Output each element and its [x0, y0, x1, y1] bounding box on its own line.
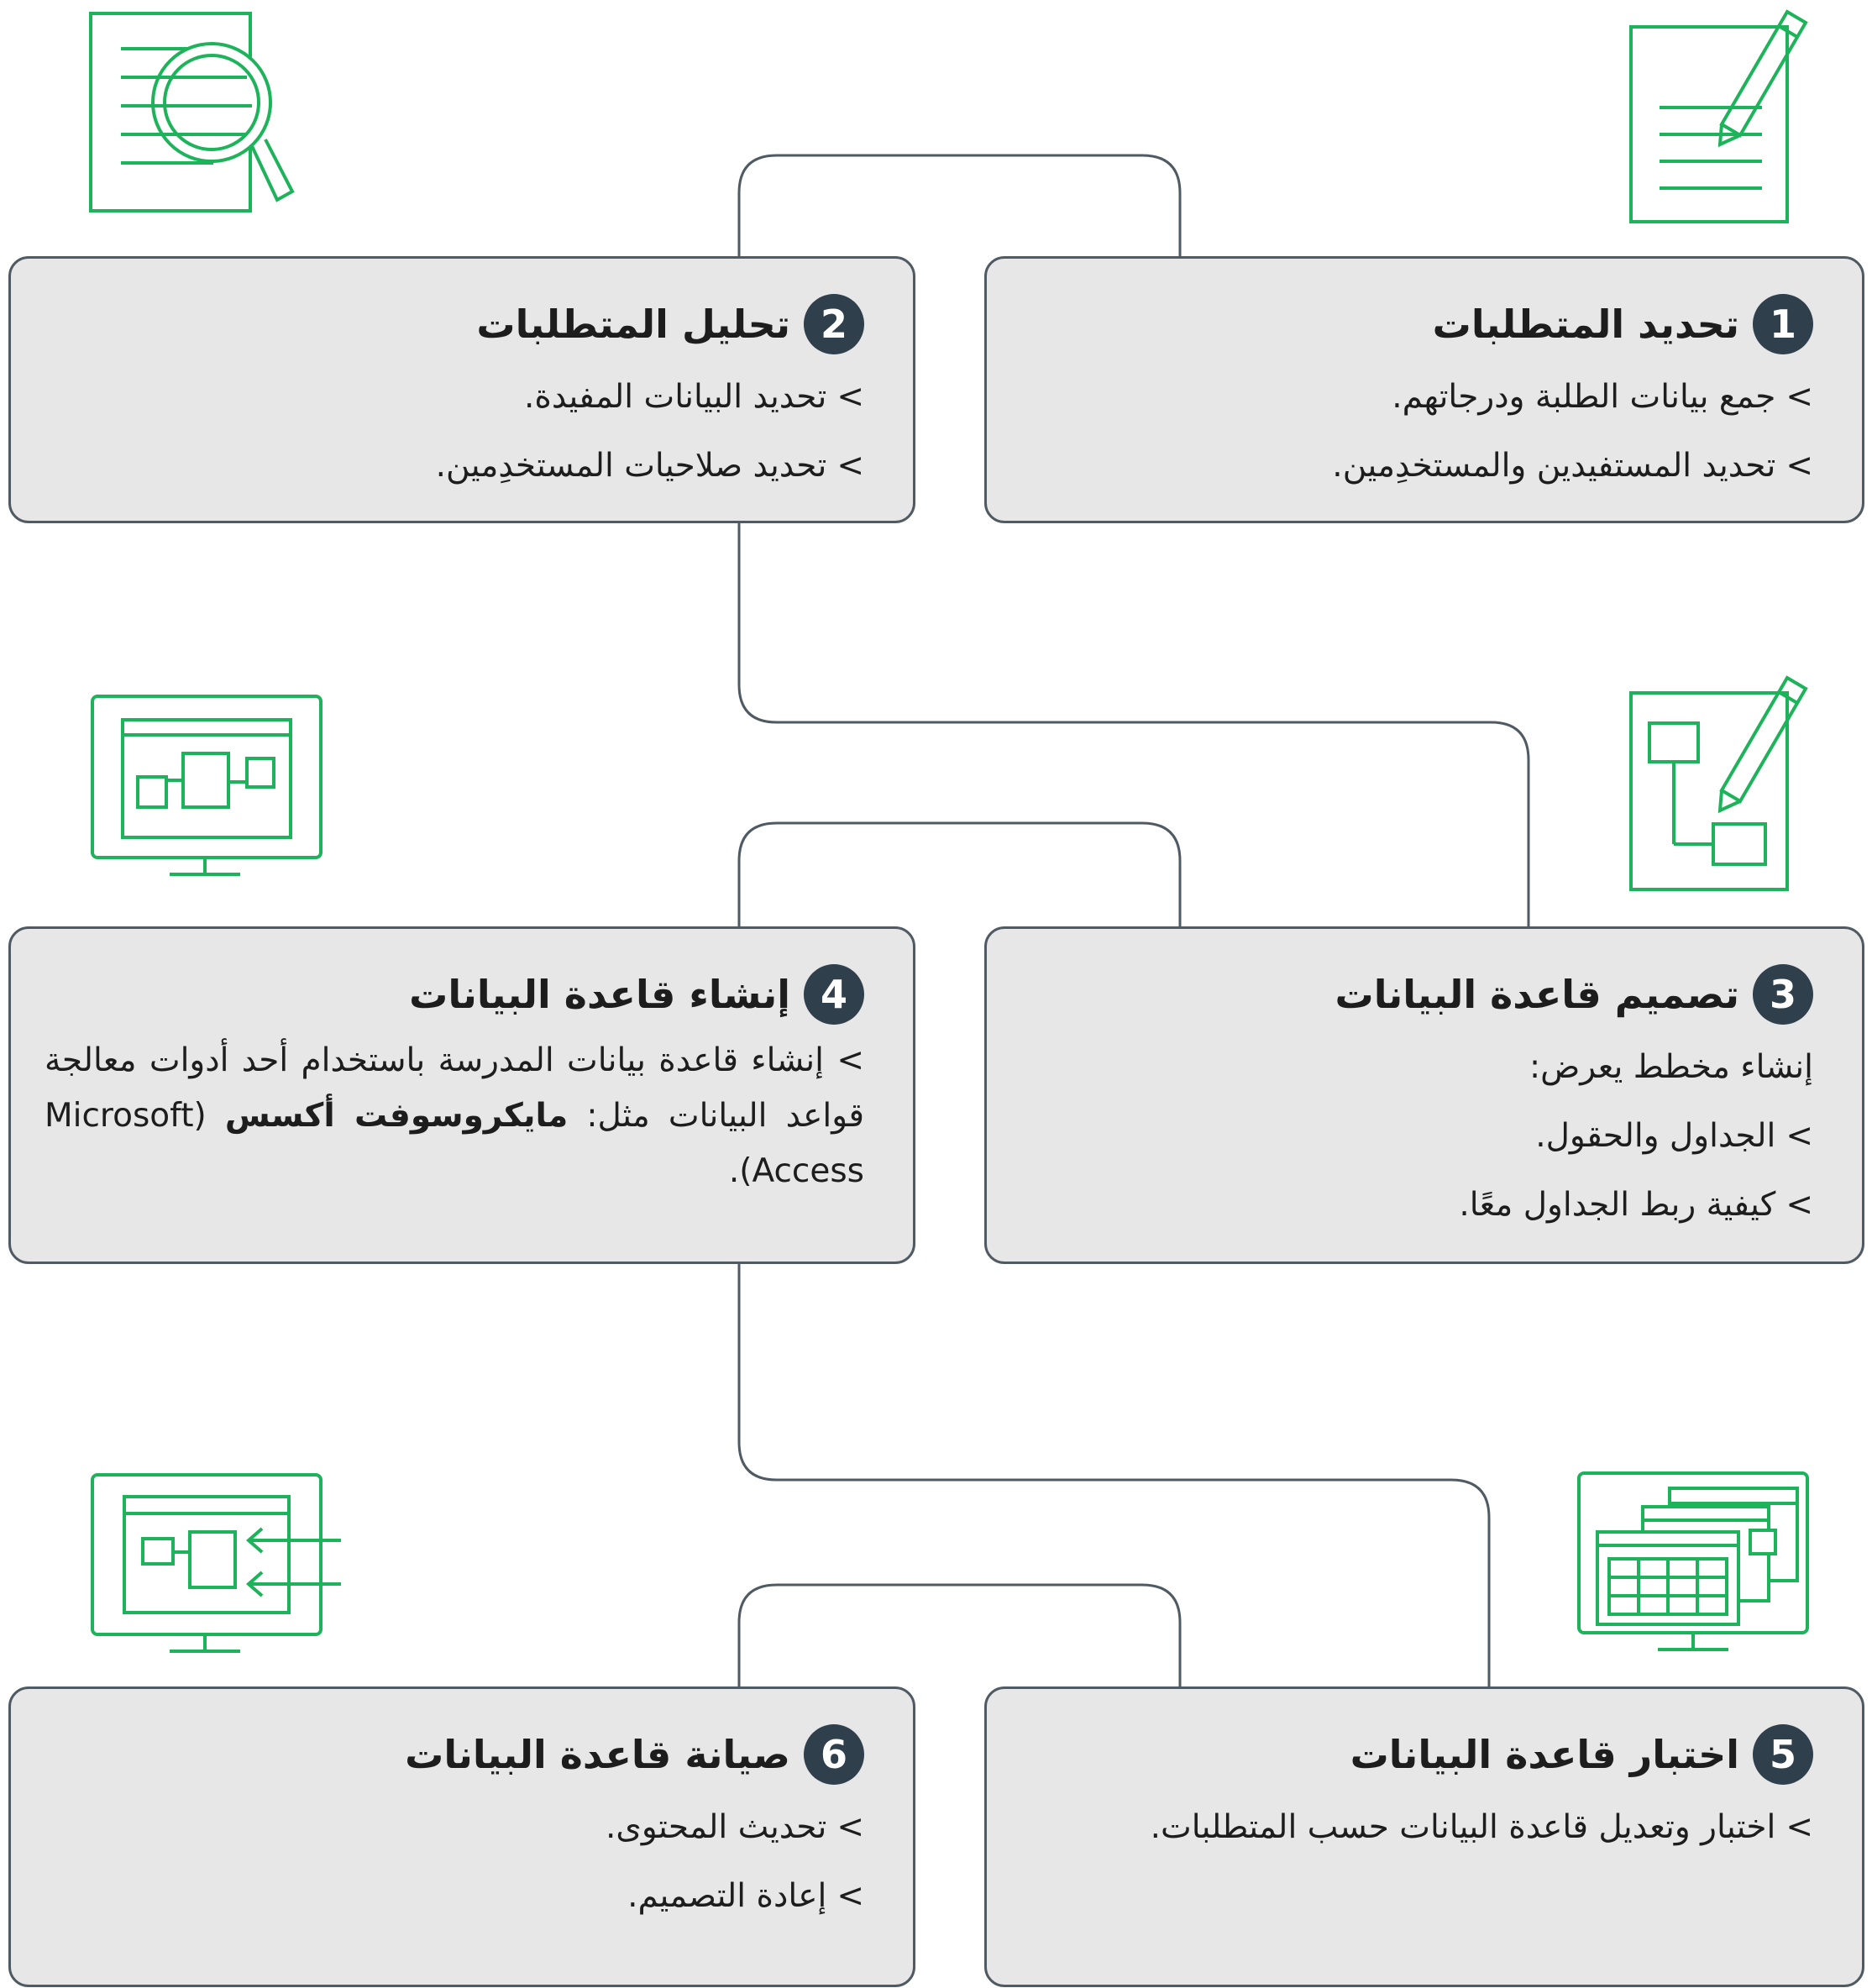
step-4-heading: 4 إنشاء قاعدة البيانات	[45, 964, 864, 1025]
step-1-item-2: >تحديد المستفيدين والمستخدِمين.	[1332, 447, 1813, 485]
step-5-heading: 5 اختبار قاعدة البيانات	[1030, 1724, 1813, 1785]
document-pencil-icon	[1629, 9, 1808, 223]
item-marker: >	[836, 447, 864, 485]
step-3-intro: إنشاء مخطط يعرض:	[1529, 1048, 1813, 1086]
step-4-description: > إنشاء قاعدة بيانات المدرسة باستخدام أح…	[45, 1033, 864, 1199]
step-3-item-2: >كيفية ربط الجداول معًا.	[1459, 1186, 1813, 1224]
step-3-heading: 3 تصميم قاعدة البيانات	[1030, 964, 1813, 1025]
step-1-card: 1 تحديد المتطلبات >جمع بيانات الطلبة ودر…	[984, 256, 1864, 523]
step-2-badge: 2	[804, 294, 864, 354]
step-6-title: صيانة قاعدة البيانات	[405, 1732, 790, 1777]
item-marker: >	[1785, 378, 1813, 416]
diagram-pencil-icon	[1629, 675, 1808, 891]
step-3-title: تصميم قاعدة البيانات	[1335, 972, 1740, 1017]
step-6-item-1: >تحديث المحتوى.	[605, 1808, 864, 1846]
step-6-item-2: >إعادة التصميم.	[627, 1877, 864, 1915]
step-2-card: 2 تحليل المتطلبات >تحديد البيانات المفيد…	[8, 256, 915, 523]
step-1-title: تحديد المتطلبات	[1432, 302, 1739, 347]
step-5-title: اختبار قاعدة البيانات	[1350, 1732, 1739, 1777]
step-6-heading: 6 صيانة قاعدة البيانات	[55, 1724, 864, 1785]
step-6-card: 6 صيانة قاعدة البيانات >تحديث المحتوى. >…	[8, 1686, 915, 1987]
step-4-text: إنشاء قاعدة بيانات المدرسة باستخدام أحد …	[45, 1041, 864, 1135]
connector-3-4	[737, 821, 1182, 926]
step-2-item-1: >تحديد البيانات المفيدة.	[524, 378, 864, 416]
step-3-badge: 3	[1753, 964, 1813, 1025]
connector-4-5	[737, 1264, 1491, 1686]
monitor-diagram-icon	[91, 695, 322, 876]
connector-2-3	[737, 521, 1530, 926]
item-marker: >	[836, 1808, 864, 1846]
step-5-card: 5 اختبار قاعدة البيانات >اختبار وتعديل ق…	[984, 1686, 1864, 1987]
step-4-title: إنشاء قاعدة البيانات	[409, 972, 790, 1017]
document-magnifier-icon	[89, 12, 295, 212]
step-1-badge: 1	[1753, 294, 1813, 354]
item-marker: >	[836, 1877, 864, 1915]
item-marker: >	[1785, 1186, 1813, 1224]
item-marker: >	[1785, 1117, 1813, 1155]
item-marker: >	[1785, 447, 1813, 485]
step-6-badge: 6	[804, 1724, 864, 1785]
monitor-table-icon	[1577, 1471, 1809, 1651]
step-5-badge: 5	[1753, 1724, 1813, 1785]
step-5-item-1: >اختبار وتعديل قاعدة البيانات حسب المتطل…	[1150, 1808, 1813, 1846]
step-4-product-name: مايكروسوفت أكسس	[224, 1097, 569, 1135]
step-4-product-english: (Microsoft Access).	[45, 1097, 864, 1190]
step-2-title: تحليل المتطلبات	[476, 302, 790, 347]
item-marker: >	[836, 1041, 864, 1079]
connector-5-6	[737, 1583, 1182, 1686]
step-2-item-2: >تحديد صلاحيات المستخدِمين.	[435, 447, 864, 485]
step-3-item-1: >الجداول والحقول.	[1535, 1117, 1813, 1155]
step-1-item-1: >جمع بيانات الطلبة ودرجاتهم.	[1392, 378, 1813, 416]
step-1-heading: 1 تحديد المتطلبات	[1030, 294, 1813, 354]
monitor-arrows-icon	[91, 1473, 341, 1653]
step-4-card: 4 إنشاء قاعدة البيانات > إنشاء قاعدة بيا…	[8, 926, 915, 1264]
connector-1-2	[737, 154, 1182, 256]
step-3-card: 3 تصميم قاعدة البيانات إنشاء مخطط يعرض: …	[984, 926, 1864, 1264]
item-marker: >	[1785, 1808, 1813, 1846]
item-marker: >	[836, 378, 864, 416]
step-4-badge: 4	[804, 964, 864, 1025]
step-2-heading: 2 تحليل المتطلبات	[55, 294, 864, 354]
